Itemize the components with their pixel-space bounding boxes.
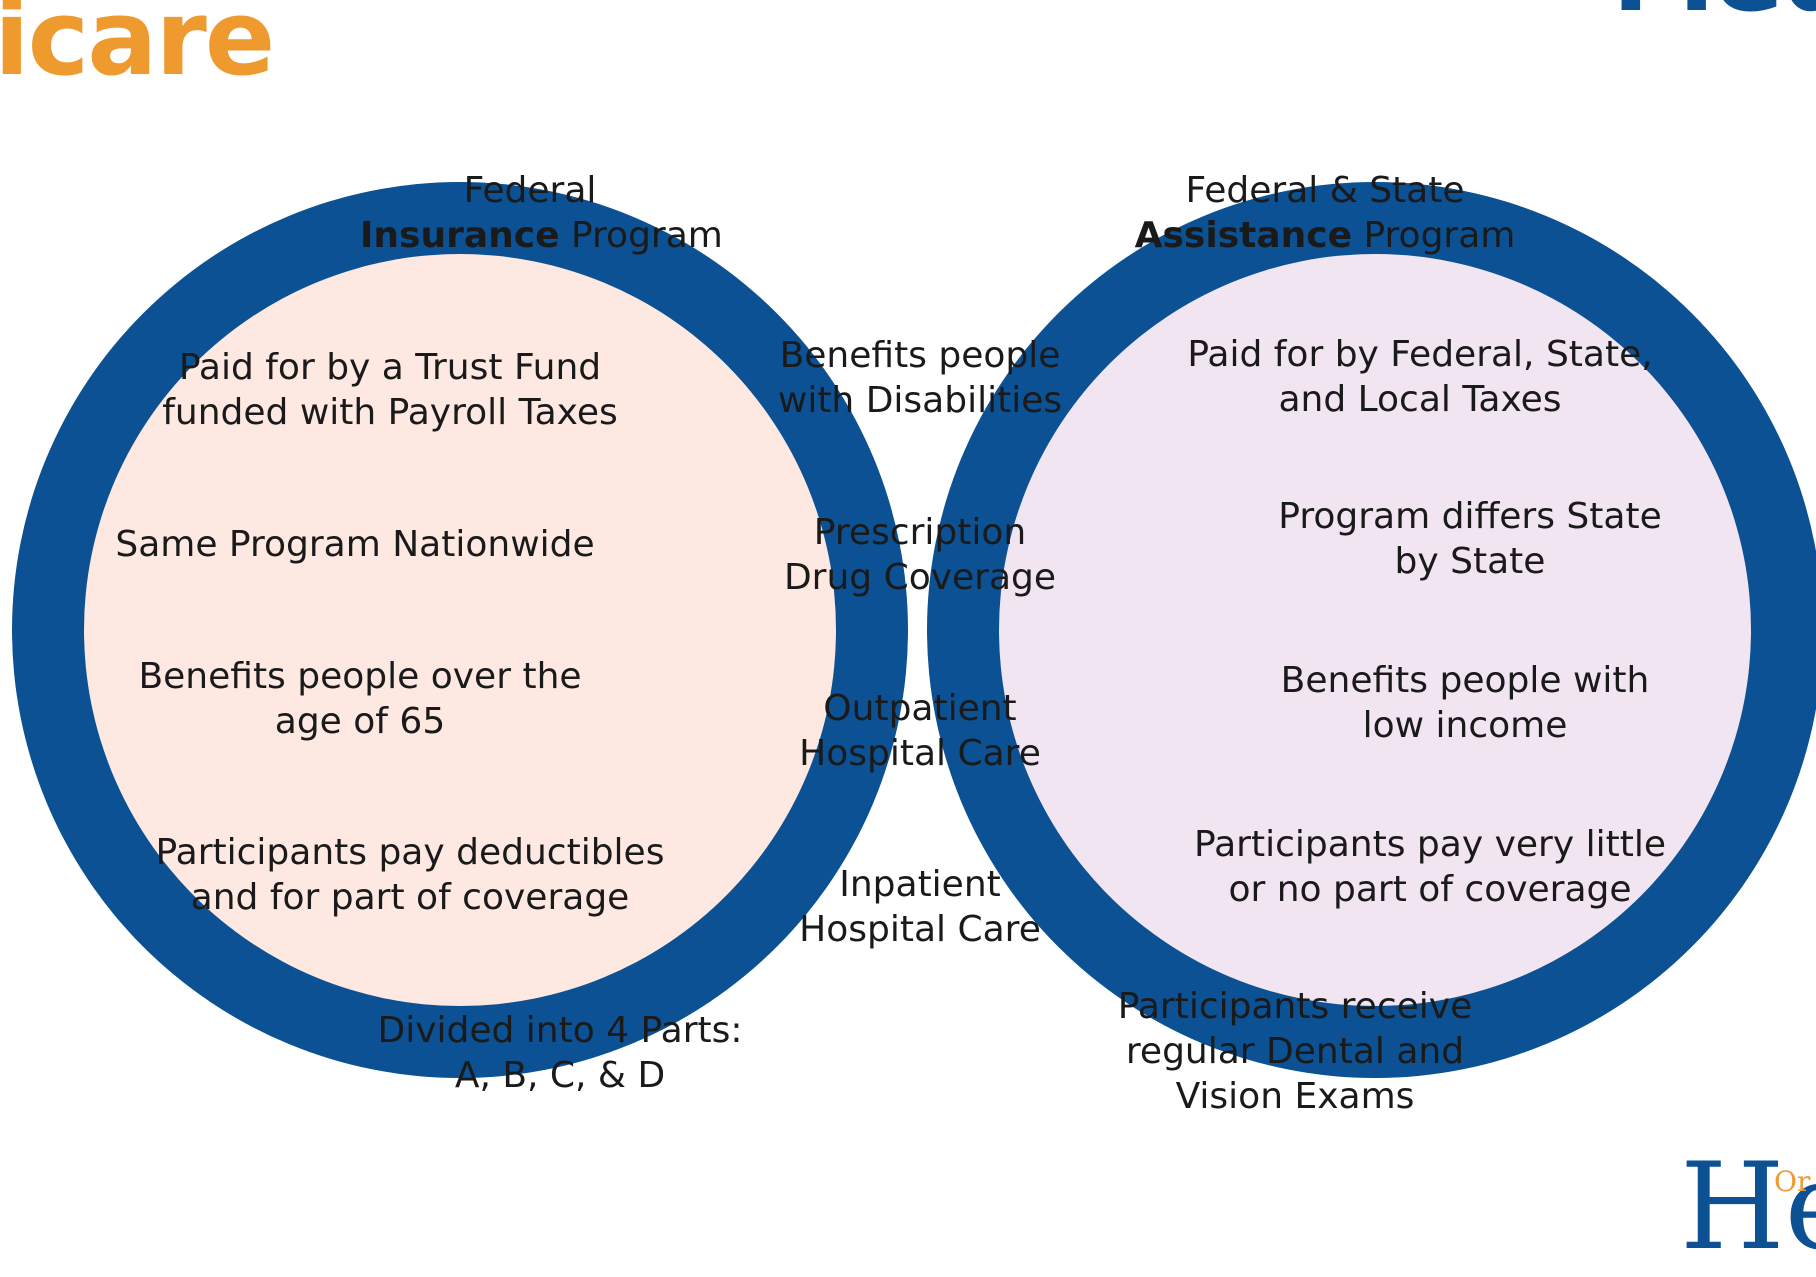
center-item-line: Benefits people [779,335,1061,376]
center-item-line: Hospital Care [799,733,1041,774]
center-item-line: Inpatient [839,864,1001,905]
right-item-line: Paid for by Federal, State, [1187,334,1653,375]
left-heading-bold: Insurance [360,215,560,256]
left-heading-rest: Program [559,215,723,256]
right-heading: Federal & State Assistance Program [1130,168,1520,258]
left-item-line: A, B, C, & D [454,1055,666,1096]
center-item-line: Drug Coverage [783,557,1057,598]
right-item-line: Participants pay very little [1194,824,1666,865]
left-item-line: Benefits people over the [138,656,582,697]
logo-small-text: Or [1774,1165,1811,1198]
left-circle-fill [84,254,836,1006]
center-item-disabilities: Benefits people with Disabilities [760,333,1080,423]
right-item-line: Program differs State [1278,496,1662,537]
right-heading-line2: Assistance Program [1130,213,1520,258]
left-title: icare [0,0,275,99]
right-item-line: low income [1362,705,1568,746]
right-item-line: by State [1394,541,1546,582]
left-heading: Federal Insurance Program [360,168,723,258]
right-heading-bold: Assistance [1134,215,1353,256]
left-item-nationwide: Same Program Nationwide [110,522,600,567]
right-item-taxes: Paid for by Federal, State, and Local Ta… [1170,332,1670,422]
left-item-line: and for part of coverage [190,877,630,918]
center-item-line: with Disabilities [777,380,1063,421]
left-item-line: Paid for by a Trust Fund [178,347,602,388]
right-heading-rest: Program [1352,215,1516,256]
right-heading-line1: Federal & State [1185,170,1465,211]
logo-letters: He [1680,1138,1816,1277]
right-item-dental-vision: Participants receive regular Dental and … [1100,984,1490,1119]
left-heading-line1: Federal [463,170,597,211]
left-item-line: Participants pay deductibles [155,832,665,873]
right-item-line: Benefits people with [1280,660,1650,701]
right-item-state-by-state: Program differs State by State [1250,494,1690,584]
left-item-parts: Divided into 4 Parts: A, B, C, & D [370,1008,750,1098]
right-item-line: Participants receive [1117,986,1473,1027]
center-item-line: Hospital Care [799,909,1041,950]
left-item-trust-fund: Paid for by a Trust Fund funded with Pay… [150,345,630,435]
left-item-line: age of 65 [274,701,446,742]
center-item-prescription: Prescription Drug Coverage [760,510,1080,600]
center-item-inpatient: Inpatient Hospital Care [760,862,1080,952]
left-heading-line2: Insurance Program [360,213,723,258]
left-item-over-65: Benefits people over the age of 65 [130,654,590,744]
left-item-deductibles: Participants pay deductibles and for par… [150,830,670,920]
right-item-line: or no part of coverage [1228,869,1632,910]
right-item-pay-little: Participants pay very little or no part … [1180,822,1680,912]
right-item-line: and Local Taxes [1278,379,1562,420]
right-item-line: regular Dental and [1125,1031,1465,1072]
left-item-line: Same Program Nationwide [115,524,595,565]
center-item-line: Outpatient [823,688,1017,729]
center-item-line: Prescription [813,512,1027,553]
center-item-outpatient: Outpatient Hospital Care [760,686,1080,776]
right-item-low-income: Benefits people with low income [1250,658,1680,748]
left-item-line: Divided into 4 Parts: [377,1010,743,1051]
right-item-line: Vision Exams [1175,1076,1415,1117]
right-circle-fill [999,254,1751,1006]
right-title: Med [1612,0,1816,26]
left-item-line: funded with Payroll Taxes [162,392,618,433]
logo: He Or [1680,1148,1816,1268]
